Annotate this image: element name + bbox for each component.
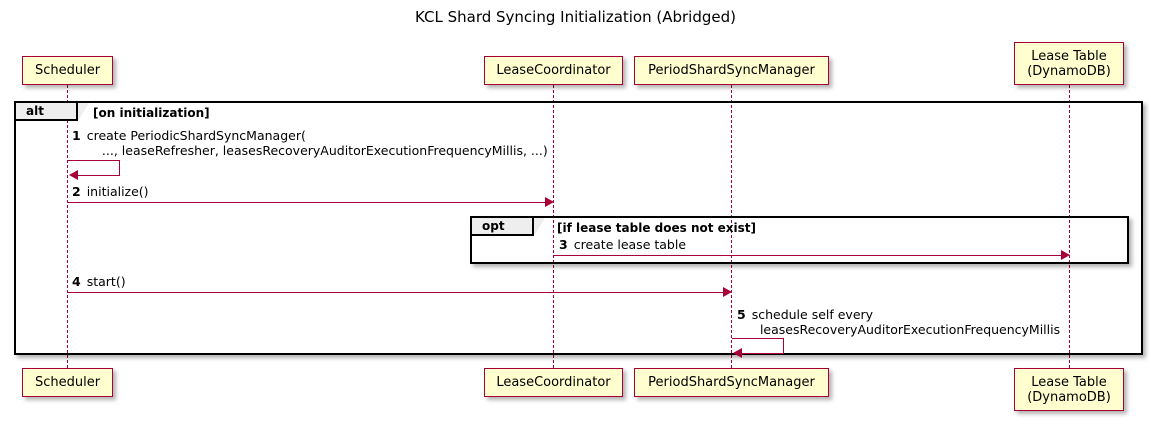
participant-scheduler-bottom-label: Scheduler — [34, 375, 101, 390]
lifeline-lease-table — [1069, 85, 1070, 368]
participant-lease-coordinator-top-label: LeaseCoordinator — [496, 63, 611, 78]
participant-lease-coordinator-bottom-label: LeaseCoordinator — [496, 375, 611, 390]
alt-fragment-tab-corner — [78, 103, 89, 121]
alt-fragment-keyword: alt — [26, 104, 44, 118]
message-5-self-top — [732, 338, 784, 339]
participant-period-shard-sync-manager-top[interactable]: PeriodShardSyncManager — [634, 56, 829, 85]
participant-lease-coordinator-top[interactable]: LeaseCoordinator — [484, 56, 623, 85]
message-3-label: 3 create lease table — [559, 237, 686, 252]
participant-lease-table-top[interactable]: Lease Table (DynamoDB) — [1014, 42, 1124, 85]
message-1-text-line-2: ..., leaseRefresher, leasesRecoveryAudit… — [90, 143, 548, 158]
message-3-text: create lease table — [573, 237, 687, 252]
message-1-number: 1 — [72, 128, 81, 143]
opt-fragment — [470, 216, 1129, 264]
message-5-arrowhead — [733, 348, 742, 358]
alt-fragment — [14, 101, 1143, 355]
participant-scheduler-top-label: Scheduler — [34, 63, 101, 78]
lifeline-period-shard-sync-manager — [731, 85, 732, 368]
message-1-label: 1 create PeriodicShardSyncManager( — [72, 128, 306, 143]
message-1-self-top — [68, 160, 120, 161]
participant-period-shard-sync-manager-bottom[interactable]: PeriodShardSyncManager — [634, 368, 829, 397]
participant-lease-table-bottom-label-line-1: Lease Table — [1031, 374, 1107, 390]
message-2-text: initialize() — [86, 184, 149, 199]
message-5-text-line-2: leasesRecoveryAuditorExecutionFrequencyM… — [752, 322, 1061, 337]
message-5-label: 5 schedule self every — [737, 307, 873, 322]
diagram-title: KCL Shard Syncing Initialization (Abridg… — [415, 8, 736, 26]
alt-fragment-condition: [on initialization] — [93, 106, 210, 120]
message-1-self-right — [118, 160, 120, 175]
lifeline-scheduler — [67, 85, 68, 368]
message-4-arrowhead — [723, 287, 732, 297]
message-1-text-line-2-wrap: ..., leaseRefresher, leasesRecoveryAudit… — [90, 143, 548, 158]
message-5-number: 5 — [737, 307, 746, 322]
participant-lease-coordinator-bottom[interactable]: LeaseCoordinator — [484, 368, 623, 397]
opt-fragment-keyword: opt — [482, 219, 505, 233]
message-4-text: start() — [86, 274, 126, 289]
message-3-line — [554, 255, 1061, 256]
message-2-arrowhead — [545, 197, 554, 207]
participant-lease-table-top-label-line-1: Lease Table — [1031, 48, 1107, 64]
opt-fragment-tab: opt — [472, 218, 534, 236]
participant-period-shard-sync-manager-top-label: PeriodShardSyncManager — [648, 63, 815, 78]
message-2-line — [68, 202, 545, 203]
message-2-number: 2 — [72, 184, 81, 199]
participant-lease-table-bottom-label-line-2: (DynamoDB) — [1027, 389, 1111, 405]
message-1-text-line-1: create PeriodicShardSyncManager( — [86, 128, 306, 143]
alt-fragment-tab: alt — [16, 103, 78, 121]
message-5-self-right — [782, 338, 784, 353]
participant-lease-table-top-label-line-2: (DynamoDB) — [1027, 63, 1111, 79]
message-1-arrowhead — [69, 170, 78, 180]
opt-fragment-tab-corner — [534, 218, 545, 236]
message-5-text-line-2-wrap: leasesRecoveryAuditorExecutionFrequencyM… — [752, 322, 1060, 337]
lifeline-lease-coordinator — [553, 85, 554, 368]
participant-lease-table-bottom[interactable]: Lease Table (DynamoDB) — [1014, 368, 1124, 411]
participant-scheduler-bottom[interactable]: Scheduler — [22, 368, 113, 397]
message-4-label: 4 start() — [72, 274, 126, 289]
message-5-self-bottom — [742, 353, 784, 354]
message-3-arrowhead — [1061, 250, 1070, 260]
message-2-label: 2 initialize() — [72, 184, 149, 199]
message-4-line — [68, 292, 723, 293]
message-1-self-bottom — [78, 175, 120, 176]
participant-period-shard-sync-manager-bottom-label: PeriodShardSyncManager — [648, 375, 815, 390]
message-3-number: 3 — [559, 237, 568, 252]
message-5-text-line-1: schedule self every — [751, 307, 874, 322]
participant-scheduler-top[interactable]: Scheduler — [22, 56, 113, 85]
message-4-number: 4 — [72, 274, 81, 289]
opt-fragment-condition: [if lease table does not exist] — [557, 221, 757, 235]
